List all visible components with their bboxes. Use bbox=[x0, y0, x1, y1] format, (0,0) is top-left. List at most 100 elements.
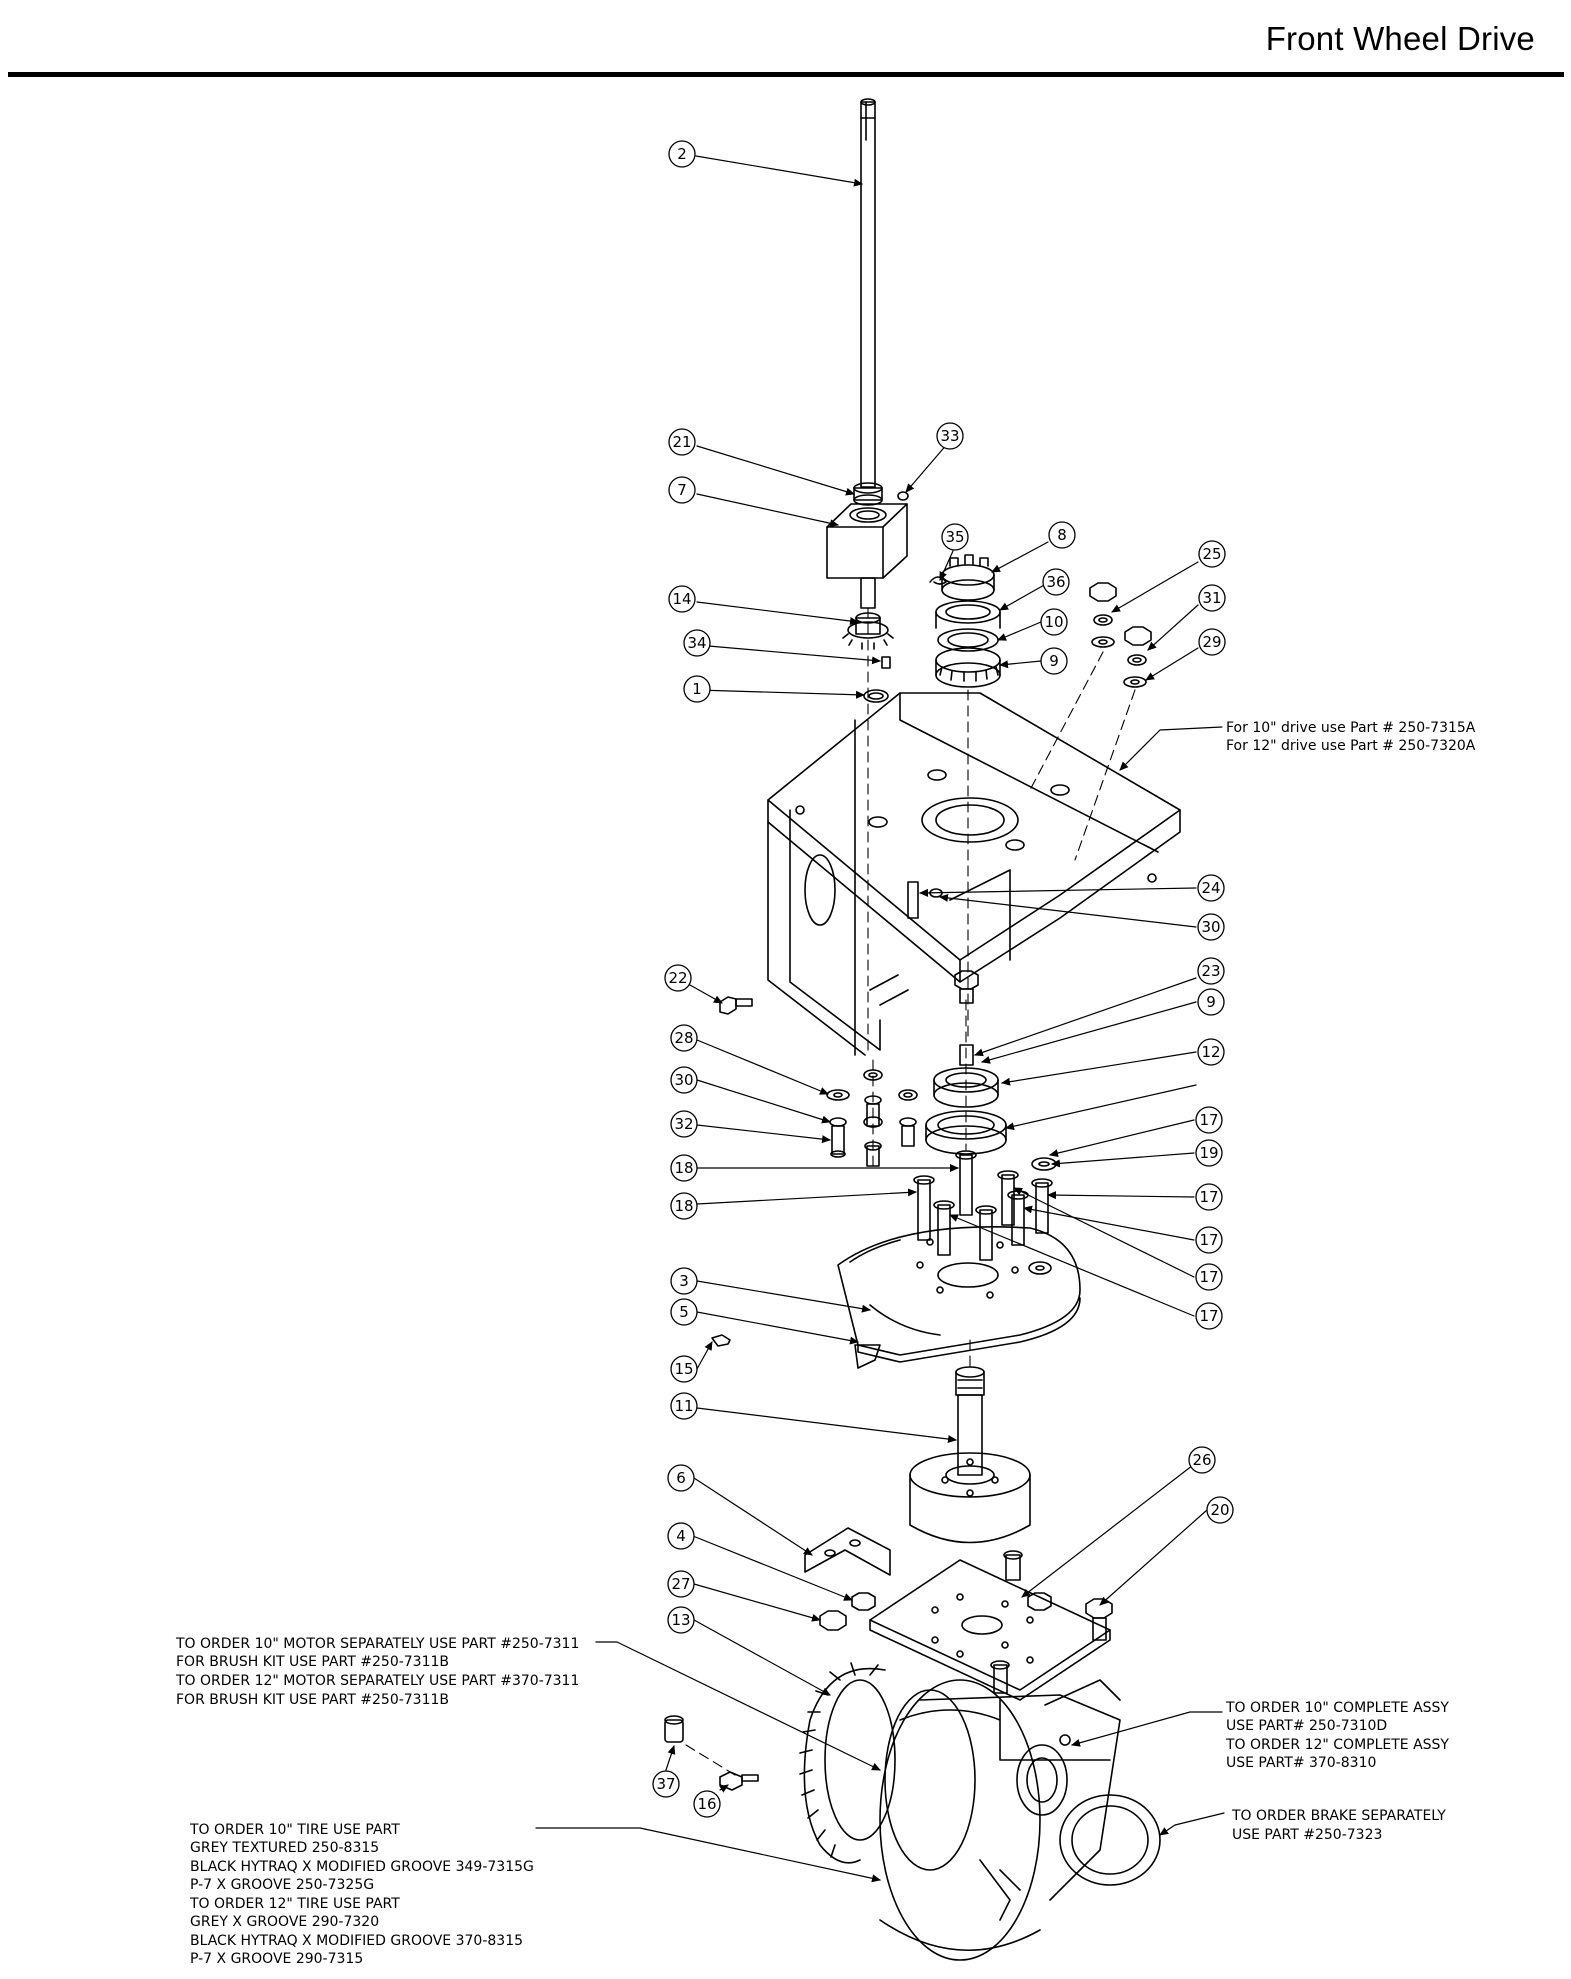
drive-frame-part bbox=[767, 692, 1181, 1056]
svg-text:FOR BRUSH KIT USE PART #250-73: FOR BRUSH KIT USE PART #250-7311B bbox=[176, 1692, 449, 1708]
upper-bearing-part bbox=[935, 628, 1001, 688]
brake-bracket-part bbox=[804, 1527, 891, 1576]
svg-text:31: 31 bbox=[1202, 589, 1221, 607]
frame-part-note: For 10" drive use Part # 250-7315A For 1… bbox=[1226, 720, 1476, 754]
callout-27: 27 bbox=[667, 1570, 695, 1598]
drive-shaft-part bbox=[860, 98, 876, 488]
callout-16: 16 bbox=[693, 1790, 721, 1818]
svg-text:USE PART# 250-7310D: USE PART# 250-7310D bbox=[1226, 1718, 1387, 1734]
tire-part-note: TO ORDER 10" TIRE USE PART GREY TEXTURED… bbox=[189, 1822, 534, 1967]
leader-lines bbox=[535, 155, 1225, 1883]
bushing-pin-part bbox=[664, 1715, 759, 1791]
svg-text:USE PART# 370-8310: USE PART# 370-8310 bbox=[1226, 1755, 1376, 1771]
svg-text:TO ORDER 10" TIRE USE PART: TO ORDER 10" TIRE USE PART bbox=[189, 1822, 400, 1838]
callout-33: 33 bbox=[936, 422, 964, 450]
bearing-block-part bbox=[826, 503, 908, 579]
svg-text:9: 9 bbox=[1206, 993, 1216, 1011]
callout-20: 20 bbox=[1206, 1496, 1234, 1524]
callout-17-b: 17 bbox=[1195, 1183, 1223, 1211]
callout-5: 5 bbox=[670, 1298, 698, 1326]
svg-text:TO ORDER 12" MOTOR SEPARATELY: TO ORDER 12" MOTOR SEPARATELY USE PART #… bbox=[175, 1673, 579, 1689]
svg-text:For 10" drive use Part # 250-7: For 10" drive use Part # 250-7315A bbox=[1226, 720, 1476, 736]
svg-text:20: 20 bbox=[1210, 1501, 1229, 1519]
callout-8: 8 bbox=[1048, 521, 1076, 549]
motor-part-note: TO ORDER 10" MOTOR SEPARATELY USE PART #… bbox=[175, 1636, 579, 1708]
callout-9-lower: 9 bbox=[1197, 988, 1225, 1016]
nut-washer-stack-part bbox=[1089, 582, 1152, 688]
callout-34: 34 bbox=[683, 629, 711, 657]
callout-30-upper: 30 bbox=[1197, 913, 1225, 941]
svg-text:TO ORDER 12" TIRE USE PART: TO ORDER 12" TIRE USE PART bbox=[189, 1896, 400, 1912]
wheel-gearbox-part bbox=[879, 1679, 1161, 1961]
svg-text:GREY TEXTURED 250-8315: GREY TEXTURED 250-8315 bbox=[190, 1840, 379, 1856]
pivot-bolt-part bbox=[954, 970, 979, 1004]
svg-text:2: 2 bbox=[677, 145, 687, 163]
callout-17-c: 17 bbox=[1195, 1226, 1223, 1254]
callout-11: 11 bbox=[670, 1392, 698, 1420]
page-title: Front Wheel Drive bbox=[1265, 20, 1535, 57]
svg-text:10: 10 bbox=[1044, 613, 1063, 631]
callout-26: 26 bbox=[1188, 1446, 1216, 1474]
svg-text:P-7 X GROOVE 290-7315: P-7 X GROOVE 290-7315 bbox=[190, 1951, 363, 1967]
callout-17-d: 17 bbox=[1195, 1263, 1223, 1291]
small-pin-part bbox=[711, 1334, 731, 1347]
callout-2: 2 bbox=[668, 140, 696, 168]
svg-text:9: 9 bbox=[1049, 652, 1059, 670]
callout-25: 25 bbox=[1198, 540, 1226, 568]
svg-text:34: 34 bbox=[687, 634, 706, 652]
callout-28: 28 bbox=[670, 1024, 698, 1052]
callout-18-a: 18 bbox=[670, 1154, 698, 1182]
set-screw-part bbox=[897, 491, 909, 501]
callout-17-a: 17 bbox=[1195, 1106, 1223, 1134]
callout-14: 14 bbox=[668, 585, 696, 613]
washer-bolt-stacks-part bbox=[826, 1069, 918, 1167]
mount-nuts-part bbox=[819, 1592, 876, 1631]
drive-sprocket-part bbox=[799, 1662, 896, 1864]
bracket-part bbox=[907, 881, 943, 919]
svg-text:17: 17 bbox=[1199, 1231, 1218, 1249]
svg-text:37: 37 bbox=[656, 1775, 675, 1793]
svg-text:21: 21 bbox=[672, 433, 691, 451]
seal-part bbox=[935, 600, 1001, 629]
callout-10: 10 bbox=[1040, 608, 1068, 636]
callout-29: 29 bbox=[1198, 628, 1226, 656]
svg-text:27: 27 bbox=[671, 1575, 690, 1593]
callout-1: 1 bbox=[683, 675, 711, 703]
callout-36: 36 bbox=[1042, 568, 1070, 596]
svg-text:BLACK HYTRAQ X MODIFIED GROOVE: BLACK HYTRAQ X MODIFIED GROOVE 349-7315G bbox=[190, 1859, 534, 1875]
svg-text:5: 5 bbox=[679, 1303, 689, 1321]
callout-13: 13 bbox=[667, 1606, 695, 1634]
callout-6: 6 bbox=[667, 1464, 695, 1492]
svg-text:18: 18 bbox=[674, 1197, 693, 1215]
svg-text:TO ORDER 10" MOTOR SEPARATELY: TO ORDER 10" MOTOR SEPARATELY USE PART #… bbox=[175, 1636, 579, 1652]
svg-text:TO ORDER 12" COMPLETE ASSY: TO ORDER 12" COMPLETE ASSY bbox=[1225, 1737, 1449, 1753]
side-bolt-part bbox=[719, 996, 753, 1015]
svg-text:USE PART #250-7323: USE PART #250-7323 bbox=[1232, 1827, 1382, 1843]
svg-text:24: 24 bbox=[1201, 879, 1220, 897]
plate-bolts-part bbox=[990, 1550, 1113, 1694]
spindle-hub-part bbox=[909, 1366, 1031, 1544]
svg-text:17: 17 bbox=[1199, 1188, 1218, 1206]
complete-assy-note: TO ORDER 10" COMPLETE ASSY USE PART# 250… bbox=[1225, 1700, 1449, 1771]
brake-part-note: TO ORDER BRAKE SEPARATELY USE PART #250-… bbox=[1231, 1808, 1446, 1843]
svg-text:6: 6 bbox=[676, 1469, 686, 1487]
svg-text:8: 8 bbox=[1057, 526, 1067, 544]
callout-19: 19 bbox=[1195, 1139, 1223, 1167]
svg-text:BLACK HYTRAQ X MODIFIED GROOVE: BLACK HYTRAQ X MODIFIED GROOVE 370-8315 bbox=[190, 1933, 523, 1949]
callout-17-e: 17 bbox=[1195, 1302, 1223, 1330]
svg-text:17: 17 bbox=[1199, 1307, 1218, 1325]
castle-nut-part bbox=[941, 554, 995, 601]
callout-23: 23 bbox=[1197, 957, 1225, 985]
svg-text:4: 4 bbox=[676, 1527, 686, 1545]
svg-text:36: 36 bbox=[1046, 573, 1065, 591]
svg-text:14: 14 bbox=[672, 590, 691, 608]
svg-text:28: 28 bbox=[674, 1029, 693, 1047]
callout-15: 15 bbox=[670, 1355, 698, 1383]
spring-clip-part bbox=[929, 576, 947, 585]
callout-21: 21 bbox=[668, 428, 696, 456]
svg-text:23: 23 bbox=[1201, 962, 1220, 980]
svg-text:7: 7 bbox=[677, 481, 687, 499]
callout-7: 7 bbox=[668, 476, 696, 504]
callout-12: 12 bbox=[1197, 1038, 1225, 1066]
